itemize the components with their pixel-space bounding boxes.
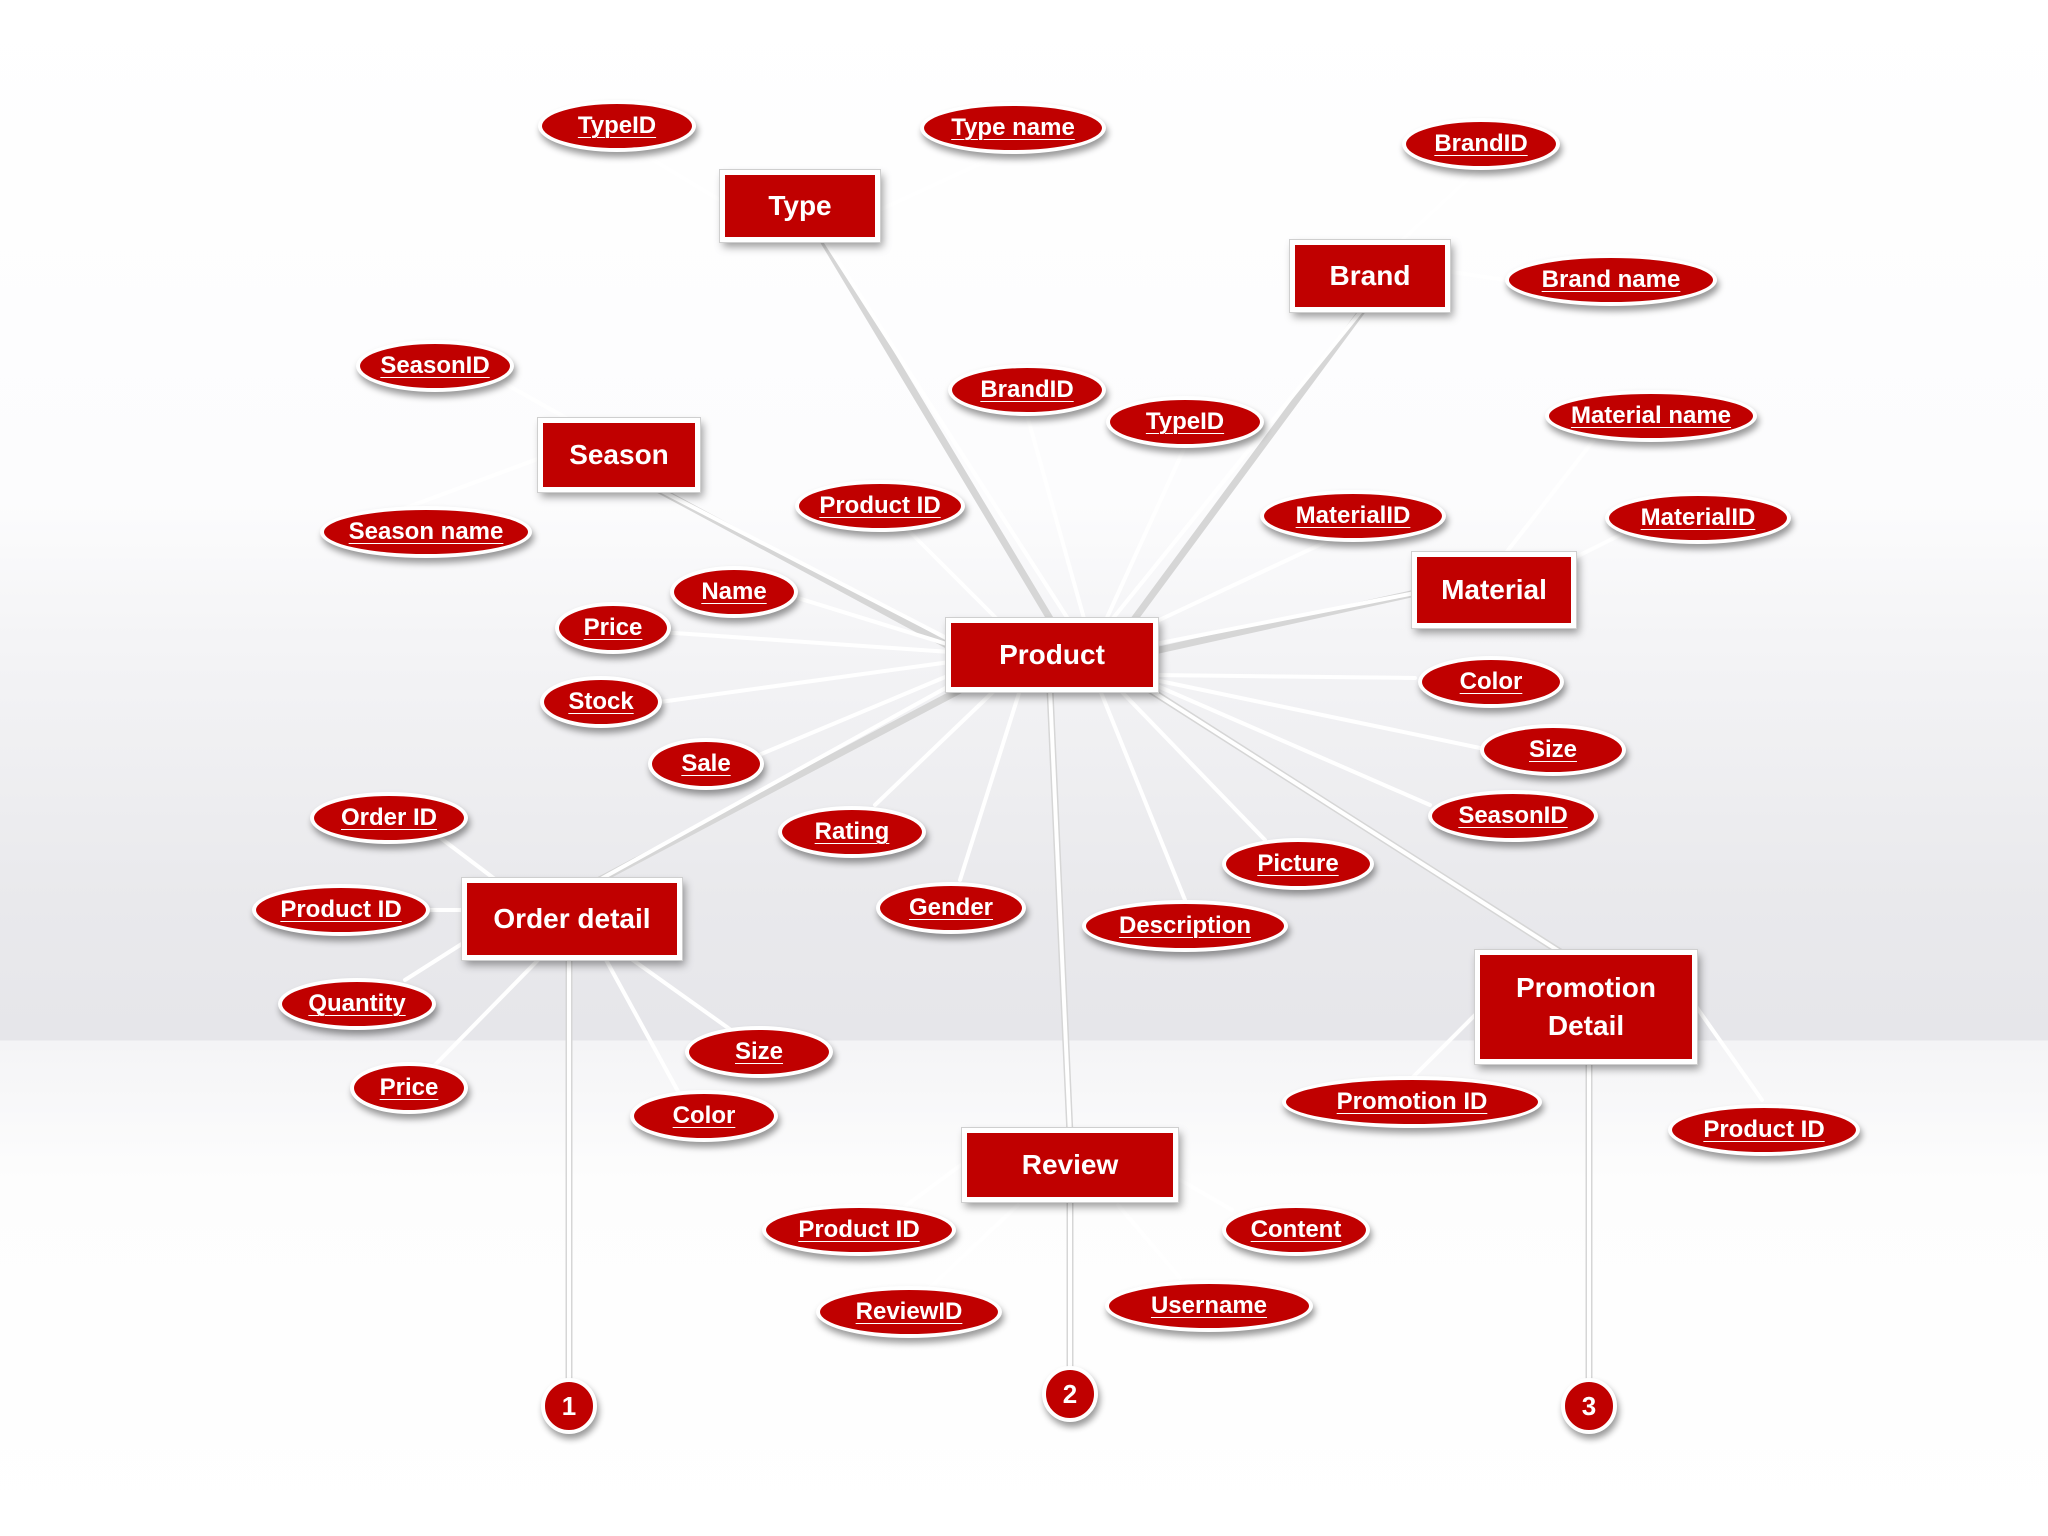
attr-order-price: Price bbox=[350, 1062, 468, 1114]
attr-order-size: Size bbox=[685, 1026, 833, 1078]
attr-product-typeid: TypeID bbox=[1106, 396, 1264, 448]
attr-product-stock: Stock bbox=[540, 676, 662, 728]
attr-product-sale: Sale bbox=[648, 738, 764, 790]
attr-product-name: Name bbox=[670, 566, 798, 618]
attr-review-productid: Product ID bbox=[762, 1204, 956, 1256]
connector-2: 2 bbox=[1042, 1366, 1098, 1422]
attr-order-quantity: Quantity bbox=[278, 978, 436, 1030]
attr-product-rating: Rating bbox=[778, 806, 926, 858]
attr-material-name: Material name bbox=[1545, 390, 1757, 442]
connector-3: 3 bbox=[1561, 1378, 1617, 1434]
attr-product-description: Description bbox=[1082, 900, 1288, 952]
attr-season-name: Season name bbox=[320, 506, 532, 558]
entity-season: Season bbox=[537, 417, 701, 493]
connector-1: 1 bbox=[541, 1378, 597, 1434]
attr-type-typeid: TypeID bbox=[538, 100, 696, 152]
entity-brand: Brand bbox=[1289, 239, 1451, 313]
attr-product-gender: Gender bbox=[876, 882, 1026, 934]
attr-review-content: Content bbox=[1222, 1204, 1370, 1256]
entity-order-detail: Order detail bbox=[461, 877, 683, 961]
attr-product-price: Price bbox=[555, 602, 671, 654]
attr-season-seasonid: SeasonID bbox=[356, 340, 514, 392]
attr-product-color: Color bbox=[1418, 656, 1564, 708]
attr-order-orderid: Order ID bbox=[310, 792, 468, 844]
attr-promotion-promotionid: Promotion ID bbox=[1282, 1076, 1542, 1128]
attr-product-brandid: BrandID bbox=[948, 364, 1106, 416]
attr-product-materialid: MaterialID bbox=[1260, 490, 1446, 542]
attr-product-productid: Product ID bbox=[795, 480, 965, 532]
attr-order-productid: Product ID bbox=[252, 884, 430, 936]
attr-product-size: Size bbox=[1480, 724, 1626, 776]
entity-promotion-detail: Promotion Detail bbox=[1474, 949, 1698, 1065]
attr-type-name: Type name bbox=[920, 102, 1106, 154]
attr-review-reviewid: ReviewID bbox=[816, 1286, 1002, 1338]
entity-review: Review bbox=[961, 1127, 1179, 1203]
entity-material: Material bbox=[1411, 551, 1577, 629]
entity-type: Type bbox=[719, 169, 881, 243]
attr-order-color: Color bbox=[630, 1090, 778, 1142]
attr-promotion-productid: Product ID bbox=[1668, 1104, 1860, 1156]
attr-review-username: Username bbox=[1105, 1280, 1313, 1332]
attr-product-picture: Picture bbox=[1222, 838, 1374, 890]
attr-brand-brandid: BrandID bbox=[1402, 118, 1560, 170]
attr-brand-name: Brand name bbox=[1505, 254, 1717, 306]
attr-material-materialid: MaterialID bbox=[1605, 492, 1791, 544]
attr-product-seasonid: SeasonID bbox=[1428, 790, 1598, 842]
entity-product: Product bbox=[945, 617, 1159, 693]
